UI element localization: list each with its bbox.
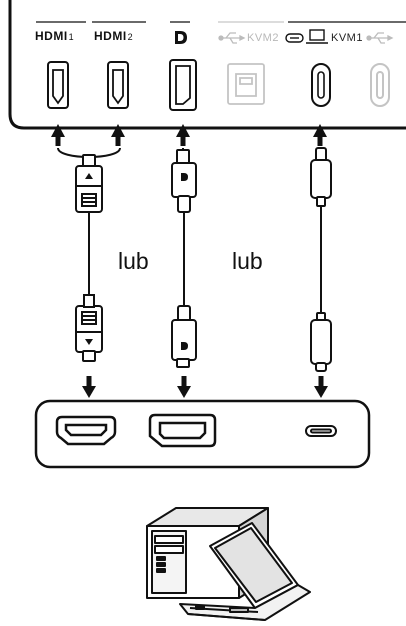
computer-icon xyxy=(146,507,311,621)
arrow-up-icons xyxy=(51,124,327,146)
laptop-icon xyxy=(306,29,328,44)
hdmi1-port xyxy=(47,61,69,109)
hdmi-cable-bottom-connector xyxy=(75,305,103,362)
usb-c-cable-top-connector xyxy=(310,147,332,207)
usb-c-port-kvm1 xyxy=(311,63,331,107)
usb-c-port-dim xyxy=(370,63,390,107)
displayport-logo-icon xyxy=(175,31,187,44)
arrow-up-icon xyxy=(85,173,93,179)
usb-icon-2 xyxy=(366,32,394,44)
dp-cable-bottom-logo-icon xyxy=(181,342,188,350)
usb-c-cable-bottom-connector xyxy=(310,312,332,372)
kvm2-label: KVM2 xyxy=(247,32,279,44)
usb-b-port xyxy=(227,63,265,105)
hdmi-cable-top-connector xyxy=(75,154,103,213)
usb-icon xyxy=(218,32,246,44)
hdmi-cable-strain-relief xyxy=(83,294,95,308)
computer-displayport-port xyxy=(148,413,217,448)
arrow-down-icon xyxy=(85,339,93,345)
dp-cable-top-logo-icon xyxy=(181,173,188,181)
hdmi2-label: HDMI2 xyxy=(94,29,134,43)
computer-usb-c-port xyxy=(305,425,337,437)
usb-c-icon xyxy=(285,33,304,43)
monitor-panel xyxy=(8,0,406,130)
or-label-left: lub xyxy=(118,248,149,274)
hdmi2-port xyxy=(107,61,129,109)
computer-hdmi-port xyxy=(55,415,117,446)
displayport-port xyxy=(169,59,197,111)
dp-cable-bottom-connector xyxy=(171,305,197,368)
arrow-down-icons xyxy=(82,376,328,398)
kvm1-label: KVM1 xyxy=(331,32,363,44)
hdmi1-label: HDMI1 xyxy=(35,29,75,43)
or-label-right: lub xyxy=(232,248,263,274)
